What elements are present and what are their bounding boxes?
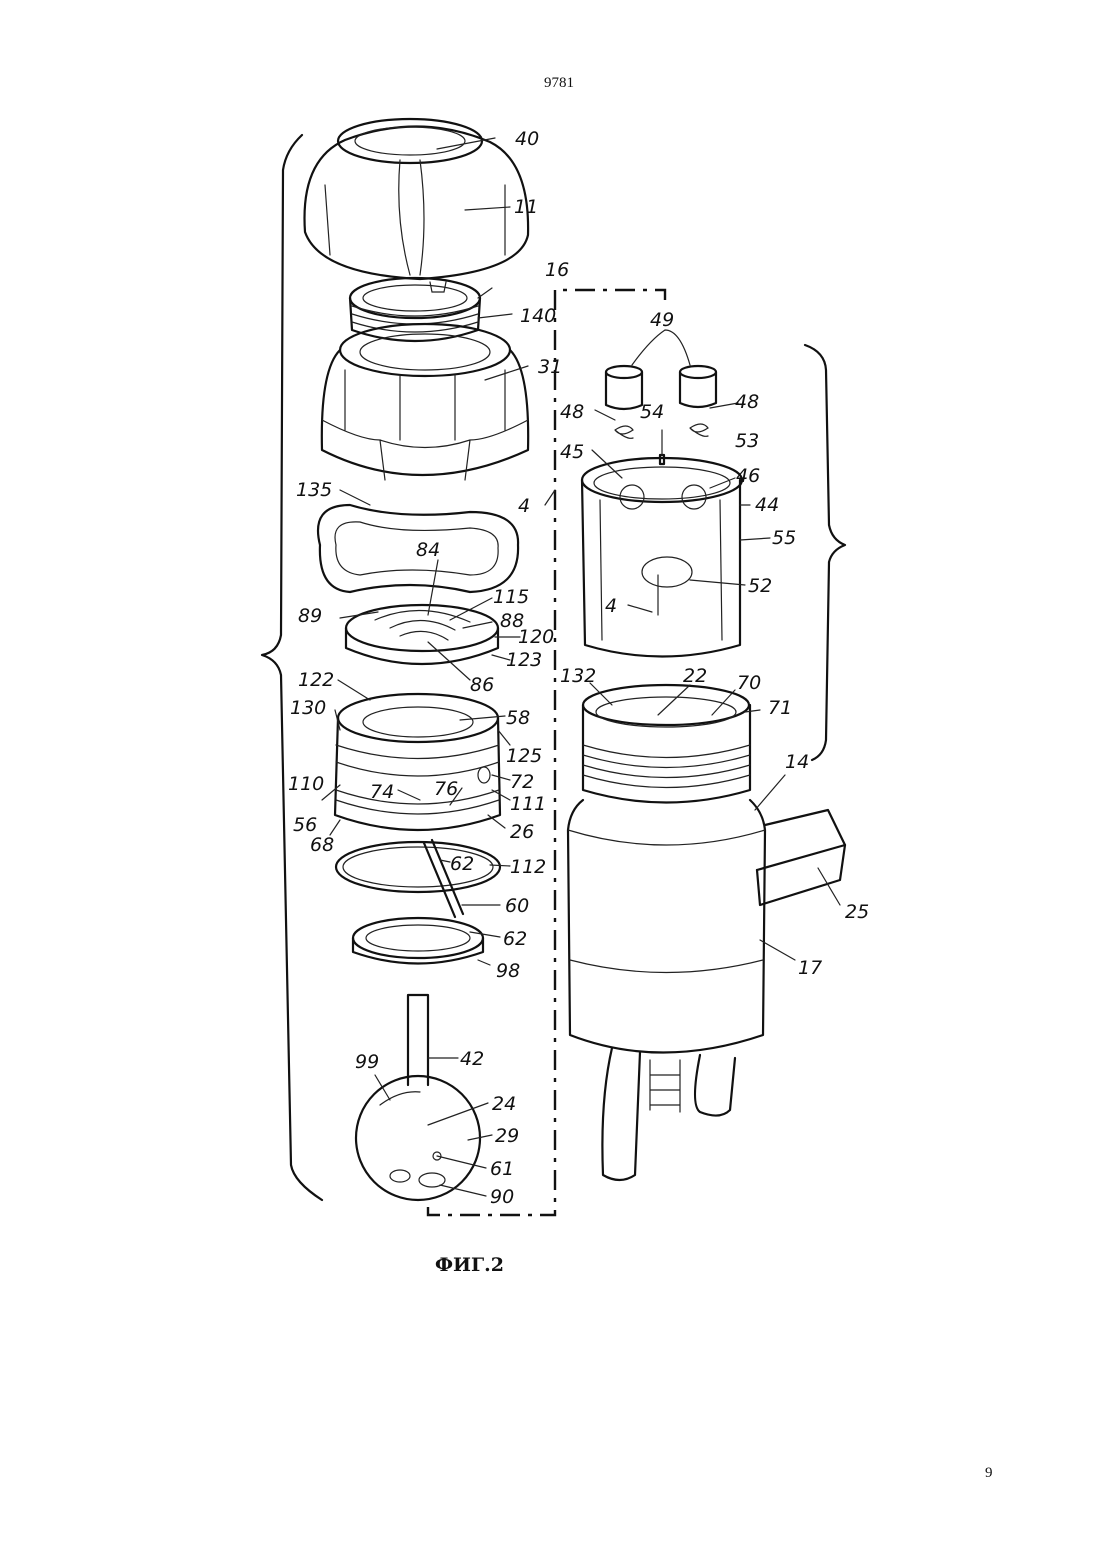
callout-56: 56 [293, 814, 317, 836]
callout-24: 24 [492, 1093, 516, 1115]
callout-25: 25 [845, 901, 869, 923]
callout-49: 49 [650, 309, 674, 331]
callout-48-left: 48 [560, 401, 584, 423]
o-ring-part [336, 842, 500, 892]
inner-bracket [428, 290, 665, 1215]
callout-60: 60 [505, 895, 529, 917]
callout-135: 135 [296, 479, 332, 501]
callout-70: 70 [737, 672, 761, 694]
callout-120: 120 [518, 626, 554, 648]
callout-4-upper: 4 [518, 495, 530, 517]
figure-caption: ФИГ.2 [435, 1254, 504, 1276]
callout-62: 62 [450, 853, 474, 875]
callout-130: 130 [290, 697, 326, 719]
callout-76: 76 [434, 778, 458, 800]
callout-112: 112 [510, 856, 546, 878]
callout-40: 40 [515, 128, 539, 150]
threaded-ring-part [350, 278, 480, 341]
callout-62-lower: 62 [503, 928, 527, 950]
bonnet-nut-part [322, 324, 528, 480]
callout-89: 89 [298, 605, 322, 627]
callout-72: 72 [510, 771, 534, 793]
callout-68: 68 [310, 834, 334, 856]
callout-122: 122 [298, 669, 334, 691]
left-brace [262, 135, 322, 1200]
callout-52: 52 [748, 575, 772, 597]
callout-61: 61 [490, 1158, 514, 1180]
callout-44: 44 [755, 494, 779, 516]
callout-17: 17 [798, 957, 822, 979]
callout-48-right: 48 [735, 391, 759, 413]
callout-22: 22 [683, 665, 707, 687]
callout-11: 11 [514, 196, 538, 218]
callout-99: 99 [355, 1051, 379, 1073]
pin-part [424, 840, 463, 917]
callout-14: 14 [785, 751, 809, 773]
callout-132: 132 [560, 665, 596, 687]
callout-86: 86 [470, 674, 494, 696]
callout-71: 71 [768, 697, 792, 719]
callout-125: 125 [506, 745, 542, 767]
body-ring-part [335, 694, 500, 830]
callout-55: 55 [772, 527, 796, 549]
callout-111: 111 [510, 793, 546, 815]
lower-ring-part [353, 918, 483, 964]
callout-46: 46 [736, 465, 760, 487]
callout-26: 26 [510, 821, 534, 843]
callout-16: 16 [545, 259, 569, 281]
callout-110: 110 [288, 773, 324, 795]
callout-123: 123 [506, 649, 542, 671]
callout-115: 115 [493, 586, 529, 608]
callout-54: 54 [640, 401, 664, 423]
callout-42: 42 [460, 1048, 484, 1070]
callout-84: 84 [416, 539, 440, 561]
right-brace [805, 345, 845, 760]
callout-4-lower: 4 [605, 595, 617, 617]
callout-74: 74 [370, 781, 394, 803]
page-number: 9 [985, 1465, 993, 1482]
callout-98: 98 [496, 960, 520, 982]
callout-29: 29 [495, 1125, 519, 1147]
dome-cap-part [305, 119, 529, 279]
callout-90: 90 [490, 1186, 514, 1208]
callout-140: 140 [520, 305, 556, 327]
callout-45: 45 [560, 441, 584, 463]
callout-58: 58 [506, 707, 530, 729]
ball-valve-part [356, 995, 480, 1200]
callout-53: 53 [735, 430, 759, 452]
callout-31: 31 [538, 356, 562, 378]
